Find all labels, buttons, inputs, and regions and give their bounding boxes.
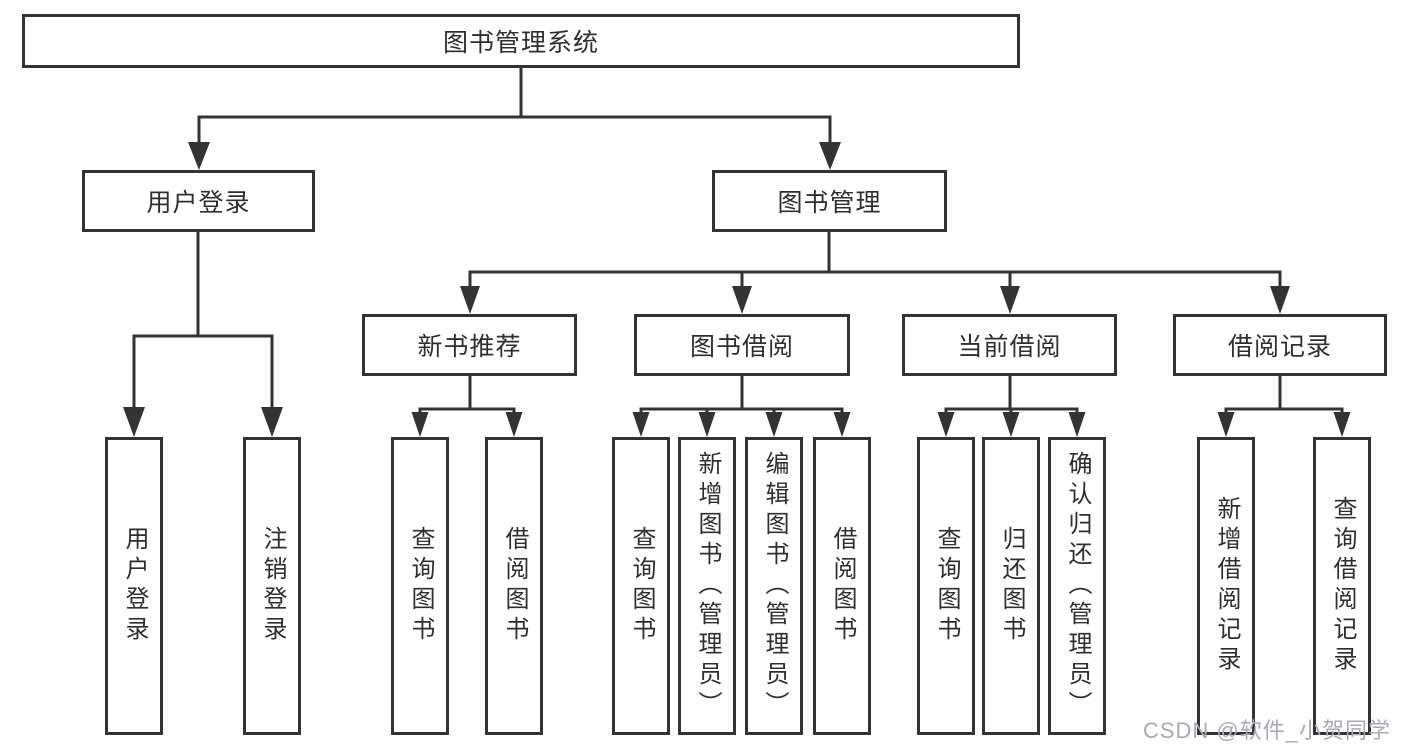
node-user-login-leaf: 用户登录 — [105, 437, 163, 735]
node-book-management: 图书管理 — [712, 170, 947, 232]
node-add-borrow-record: 新增借阅记录 — [1197, 437, 1255, 735]
node-label: 编辑图书（管理员） — [761, 451, 788, 721]
node-add-books-admin: 新增图书（管理员） — [678, 437, 736, 735]
node-label: 新增借阅记录 — [1213, 496, 1240, 676]
csdn-watermark: CSDN @软件_小贺同学 — [1142, 718, 1391, 743]
node-user-login: 用户登录 — [82, 170, 315, 232]
node-label: 借阅记录 — [1227, 333, 1332, 361]
node-label: 归还图书 — [998, 526, 1025, 646]
node-return-books: 归还图书 — [982, 437, 1040, 735]
node-book-borrowing: 图书借阅 — [634, 314, 850, 376]
node-query-books-current: 查询图书 — [917, 437, 975, 735]
node-label: 图书管理 — [777, 189, 882, 217]
node-label: 新书推荐 — [417, 333, 522, 361]
node-label: 图书管理系统 — [442, 29, 599, 57]
node-query-borrow-record: 查询借阅记录 — [1313, 437, 1371, 735]
node-label: 当前借阅 — [957, 333, 1062, 361]
node-label: 借阅图书 — [829, 526, 856, 646]
node-label: 查询图书 — [933, 526, 960, 646]
node-query-books-borrowing: 查询图书 — [612, 437, 670, 735]
node-borrow-books-borrowing: 借阅图书 — [813, 437, 871, 735]
node-logout-leaf: 注销登录 — [243, 437, 301, 735]
node-label: 注销登录 — [259, 526, 286, 646]
node-label: 查询图书 — [628, 526, 655, 646]
node-library-system: 图书管理系统 — [22, 14, 1020, 68]
node-confirm-return-admin: 确认归还（管理员） — [1048, 437, 1106, 735]
node-current-borrowing: 当前借阅 — [902, 314, 1117, 376]
node-label: 图书借阅 — [689, 333, 794, 361]
node-borrow-books-recommend: 借阅图书 — [485, 437, 543, 735]
node-query-books-recommend: 查询图书 — [391, 437, 449, 735]
node-edit-books-admin: 编辑图书（管理员） — [745, 437, 803, 735]
node-label: 借阅图书 — [501, 526, 528, 646]
node-label: 用户登录 — [121, 526, 148, 646]
node-label: 用户登录 — [146, 189, 251, 217]
node-label: 确认归还（管理员） — [1064, 451, 1091, 721]
node-borrow-records: 借阅记录 — [1173, 314, 1387, 376]
node-new-book-recommend: 新书推荐 — [362, 314, 577, 376]
node-label: 查询借阅记录 — [1329, 496, 1356, 676]
node-label: 新增图书（管理员） — [694, 451, 721, 721]
node-label: 查询图书 — [407, 526, 434, 646]
